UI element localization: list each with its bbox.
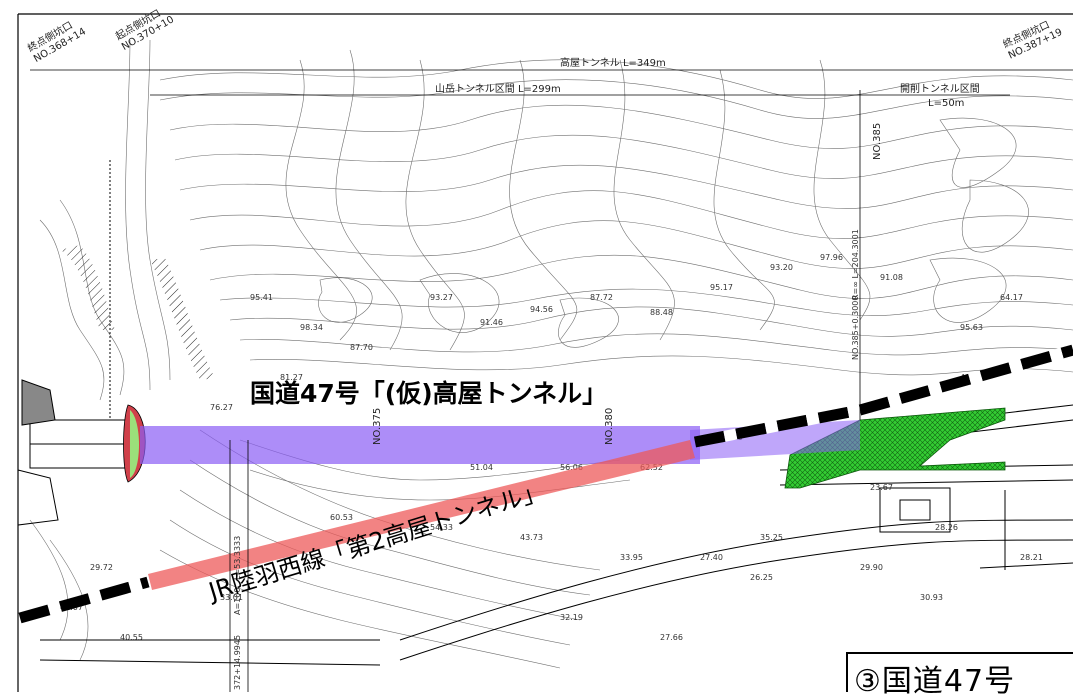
curve-left-r-label: L=53.3333 <box>233 536 242 580</box>
svg-text:33.95: 33.95 <box>620 553 643 562</box>
left-portal-marker <box>123 404 146 483</box>
svg-text:56.06: 56.06 <box>560 463 583 472</box>
mountain-section-label: 山岳トンネル区間 L=299m <box>435 83 561 95</box>
curve-left-a-label: A=100 <box>233 588 242 615</box>
left-portal-structure <box>17 160 141 526</box>
svg-text:29.72: 29.72 <box>90 563 113 572</box>
svg-text:94.56: 94.56 <box>530 305 553 314</box>
station-380-label: NO.380 <box>604 408 615 445</box>
station-385-label: NO.385 <box>872 123 883 160</box>
road-tunnel-band <box>140 426 700 464</box>
slope-hatch-2 <box>150 258 215 380</box>
svg-text:95.41: 95.41 <box>250 293 273 302</box>
svg-text:93.20: 93.20 <box>770 263 793 272</box>
svg-text:98.34: 98.34 <box>300 323 323 332</box>
svg-text:76.27: 76.27 <box>210 403 233 412</box>
svg-text:28.26: 28.26 <box>935 523 958 532</box>
jr-tunnel-band <box>148 440 695 590</box>
legend-box: ③国道47号 <box>846 652 1073 699</box>
svg-text:95.17: 95.17 <box>710 283 733 292</box>
svg-text:87.70: 87.70 <box>350 343 373 352</box>
svg-text:95.63: 95.63 <box>960 323 983 332</box>
svg-text:28.21: 28.21 <box>1020 553 1043 562</box>
station-375-label: NO.375 <box>372 408 383 445</box>
svg-text:64.17: 64.17 <box>1000 293 1023 302</box>
svg-text:93.27: 93.27 <box>430 293 453 302</box>
curve-right-r-label: R=∞ L=204.3001 <box>851 229 860 300</box>
svg-text:23.67: 23.67 <box>870 483 893 492</box>
svg-text:60.53: 60.53 <box>330 513 353 522</box>
contour-lines <box>29 39 1073 669</box>
route47-tunnel-title: 国道47号「(仮)高屋トンネル」 <box>250 379 607 408</box>
curve-right-label: NO.385+0.3000 <box>851 296 860 360</box>
svg-text:33.01: 33.01 <box>220 593 243 602</box>
svg-text:91.46: 91.46 <box>480 318 503 327</box>
svg-text:91.08: 91.08 <box>880 273 903 282</box>
svg-text:26.25: 26.25 <box>750 573 773 582</box>
portal-labels: 終点側坑口 NO.368+14 起点側坑口 NO.370+10 終点側坑口 NO… <box>25 6 1064 65</box>
svg-text:97.96: 97.96 <box>820 253 843 262</box>
svg-text:40.55: 40.55 <box>120 633 143 642</box>
svg-text:43.73: 43.73 <box>520 533 543 542</box>
svg-text:30.93: 30.93 <box>920 593 943 602</box>
cut-section-label: 開削トンネル区間 <box>900 82 980 95</box>
svg-text:27.40: 27.40 <box>700 553 723 562</box>
svg-text:81.27: 81.27 <box>280 373 303 382</box>
green-construction-area <box>784 407 1006 489</box>
station-lines <box>30 69 1073 692</box>
cut-section-length: L=50m <box>928 98 964 109</box>
tunnel-total-label: 高屋トンネル L=349m <box>560 56 666 69</box>
svg-text:27.66: 27.66 <box>660 633 683 642</box>
curve-left-label: 372+14.9945 <box>233 635 242 690</box>
svg-text:29.90: 29.90 <box>860 563 883 572</box>
svg-text:35.25: 35.25 <box>760 533 783 542</box>
legend-title: ③国道47号 <box>854 664 1016 699</box>
svg-text:88.48: 88.48 <box>650 308 673 317</box>
svg-text:51.04: 51.04 <box>470 463 493 472</box>
jr-tunnel-title: JR陸羽西線「第2高屋トンネル」 <box>204 476 549 606</box>
svg-text:32.19: 32.19 <box>560 613 583 622</box>
slope-hatch <box>60 245 115 330</box>
svg-text:87.72: 87.72 <box>590 293 613 302</box>
svg-text:54.33: 54.33 <box>430 523 453 532</box>
